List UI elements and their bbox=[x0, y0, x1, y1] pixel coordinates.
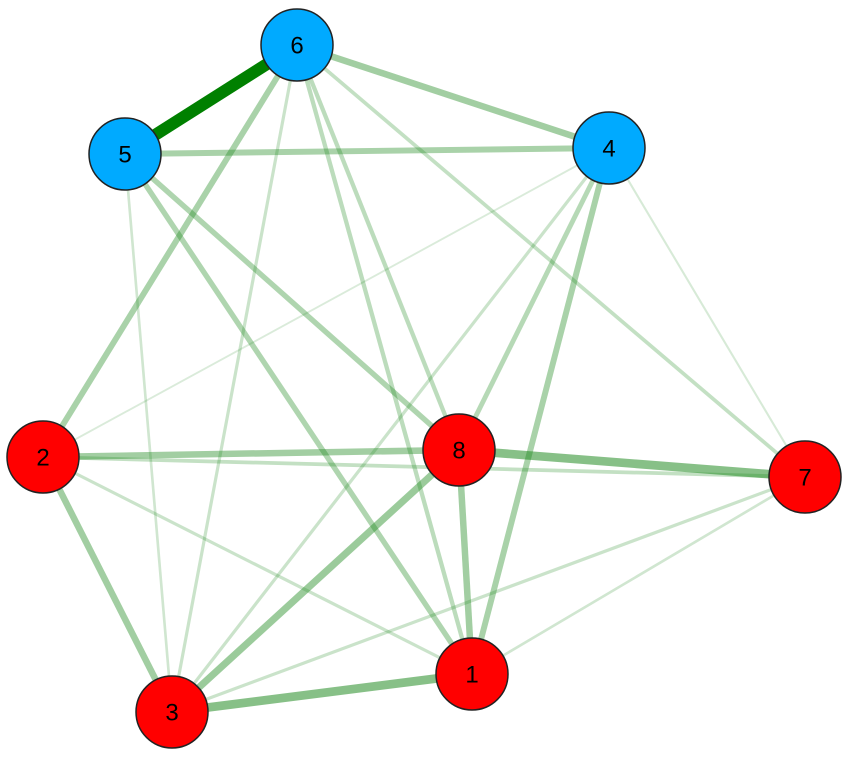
node-label: 3 bbox=[165, 700, 178, 727]
edge-4-3 bbox=[170, 147, 611, 713]
edge-6-2 bbox=[40, 43, 300, 459]
node-3[interactable]: 3 bbox=[135, 675, 209, 749]
edge-5-8 bbox=[123, 151, 461, 453]
node-4[interactable]: 4 bbox=[572, 111, 646, 185]
edge-4-7 bbox=[608, 147, 806, 478]
edge-6-3 bbox=[170, 44, 299, 713]
edge-3-8 bbox=[169, 447, 462, 715]
node-label: 7 bbox=[798, 465, 811, 492]
node-circle bbox=[88, 117, 162, 191]
edge-6-1 bbox=[294, 44, 475, 675]
edge-8-1 bbox=[455, 449, 476, 675]
node-label: 1 bbox=[465, 662, 478, 689]
node-8[interactable]: 8 bbox=[422, 413, 496, 487]
edges-layer bbox=[40, 39, 807, 717]
edge-4-2 bbox=[42, 147, 610, 458]
edge-3-7 bbox=[171, 475, 806, 714]
edge-5-1 bbox=[122, 152, 475, 676]
node-circle bbox=[260, 8, 334, 82]
edge-6-8 bbox=[295, 44, 461, 451]
node-label: 8 bbox=[452, 438, 465, 465]
edge-2-7 bbox=[42, 455, 806, 479]
edge-1-7 bbox=[471, 475, 806, 676]
edge-2-1 bbox=[42, 455, 473, 676]
node-circle bbox=[768, 440, 842, 514]
node-1[interactable]: 1 bbox=[435, 637, 509, 711]
edge-5-4 bbox=[124, 145, 610, 157]
edge-2-8 bbox=[42, 446, 460, 461]
edge-5-3 bbox=[123, 153, 174, 713]
node-circle bbox=[422, 413, 496, 487]
edge-4-8 bbox=[456, 146, 612, 452]
edge-3-1 bbox=[171, 669, 473, 717]
node-label: 6 bbox=[290, 33, 303, 60]
nodes-layer: 1 2 3 4 5 6 7 8 bbox=[6, 8, 842, 749]
node-6[interactable]: 6 bbox=[260, 8, 334, 82]
node-5[interactable]: 5 bbox=[88, 117, 162, 191]
node-label: 4 bbox=[602, 136, 615, 163]
edge-2-3 bbox=[40, 455, 175, 714]
edge-8-7 bbox=[458, 445, 806, 482]
node-circle bbox=[6, 420, 80, 494]
node-2[interactable]: 2 bbox=[6, 420, 80, 494]
node-label: 2 bbox=[36, 445, 49, 472]
node-label: 5 bbox=[118, 142, 131, 169]
edge-6-4 bbox=[295, 41, 611, 152]
edge-4-1 bbox=[469, 147, 612, 675]
node-circle bbox=[435, 637, 509, 711]
node-circle bbox=[135, 675, 209, 749]
edge-6-7 bbox=[295, 43, 807, 479]
node-circle bbox=[572, 111, 646, 185]
node-7[interactable]: 7 bbox=[768, 440, 842, 514]
